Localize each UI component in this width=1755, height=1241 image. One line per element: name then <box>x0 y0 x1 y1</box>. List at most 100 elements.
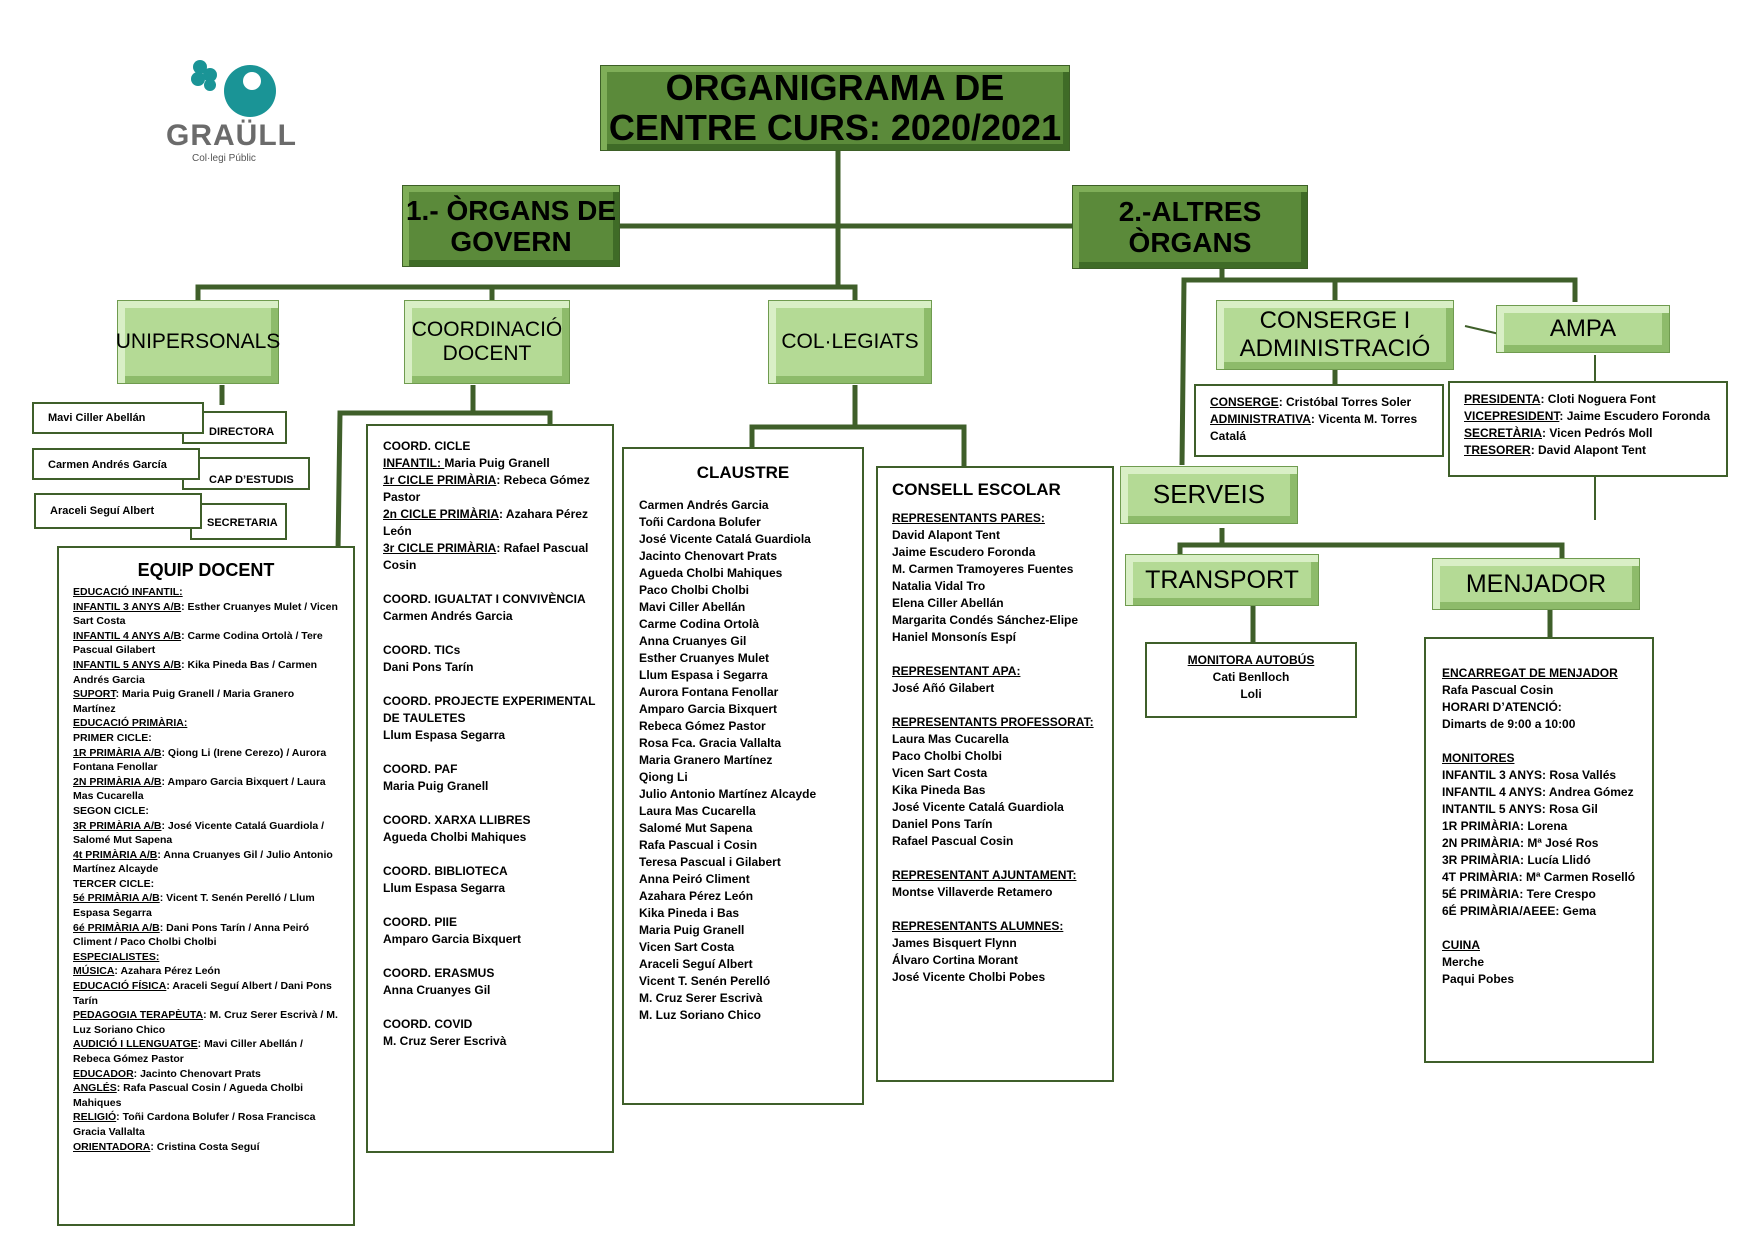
monitora-item: 6É PRIMÀRIA/AEEE: Gema <box>1442 904 1597 918</box>
claustre-member: Araceli Seguí Albert <box>639 957 753 971</box>
claustre-member: Azahara Pérez León <box>639 889 754 903</box>
equip-docent-line: MÚSICA: Azahara Pérez León <box>73 964 339 979</box>
equip-docent-line-text: : Araceli Seguí Albert / Dani Pons Tarín <box>73 980 332 1007</box>
consell-member: José Vicente Cholbi Pobes <box>892 970 1046 984</box>
equip-docent-line-text: : Kika Pineda Bas / Carmen Andrés Garcia <box>73 658 318 686</box>
coord-title: COORD. PIIE <box>383 915 458 929</box>
equip-docent-line-label: 1R PRIMÀRIA A/B <box>73 746 162 759</box>
node-coordinacio-line-2: DOCENT <box>442 342 532 365</box>
coord-cicle-header: COORD. CICLE <box>383 439 471 453</box>
equip-docent-line-text: : Anna Cruanyes Gil / Julio Antonio Mart… <box>73 848 333 876</box>
spacer <box>383 795 597 812</box>
consell-member: José Añó Gilabert <box>892 681 995 695</box>
logo-mark-icon <box>191 60 276 117</box>
title-line-2: CENTRE CURS: 2020/2021 <box>608 107 1062 148</box>
equip-docent-line-text: : Jacinto Chenovart Prats <box>133 1067 261 1080</box>
coord-title: COORD. TICs <box>383 643 461 657</box>
branch-govern-line-2: GOVERN <box>450 226 572 257</box>
spacer <box>383 897 597 914</box>
coord-cicle-list: INFANTIL: Maria Puig Granell 1r CICLE PRI… <box>383 455 597 574</box>
consell-group-heading: REPRESENTANT AJUNTAMENT: <box>892 867 1098 884</box>
equip-docent-line-text: SEGON CICLE: <box>73 804 149 817</box>
monitora-item: INFANTIL 4 ANYS: Andrea Gómez <box>1442 785 1634 799</box>
role-secretaria: SECRETARIA <box>207 517 278 529</box>
equip-docent-line-label: 5é PRIMÀRIA A/B <box>73 892 160 905</box>
coord-name: Maria Puig Granell <box>383 779 489 793</box>
equip-docent-line-text: PRIMER CICLE: <box>73 731 152 744</box>
consell-group-heading-text: REPRESENTANT APA: <box>892 664 1021 678</box>
spacer <box>892 697 1098 714</box>
equip-docent-line-label: EDUCACIÓ PRIMÀRIA: <box>73 717 188 730</box>
coord-cicle-line: 3r CICLE PRIMÀRIA: Rafael Pascual Cosin <box>383 540 597 574</box>
claustre-member: Julio Antonio Martínez Alcayde <box>639 787 817 801</box>
claustre-member: Jacinto Chenovart Prats <box>639 549 778 563</box>
consell-escolar-box: CONSELL ESCOLAR REPRESENTANTS PARES: Davi… <box>876 466 1114 1082</box>
spacer <box>383 948 597 965</box>
coord-name: Anna Cruanyes Gil <box>383 983 491 997</box>
equip-docent-line-text: : José Vicente Catalá Guardiola / Salomé… <box>73 819 325 847</box>
role-box-directora: DIRECTORA <box>182 411 287 444</box>
consell-member: Rafael Pascual Cosin <box>892 834 1014 848</box>
equip-docent-line: ANGLÉS: Rafa Pascual Cosin / Agueda Chol… <box>73 1081 339 1110</box>
equip-docent-line: EDUCADOR: Jacinto Chenovart Prats <box>73 1067 339 1082</box>
consell-escolar-title: CONSELL ESCOLAR <box>892 480 1061 499</box>
coord-title: COORD. IGUALTAT I CONVIVÈNCIA <box>383 592 586 606</box>
consell-group-heading-text: REPRESENTANTS PARES: <box>892 511 1045 525</box>
name-cap-estudis: Carmen Andrés García <box>48 459 167 471</box>
consell-member: Margarita Condés Sánchez-Elipe <box>892 613 1079 627</box>
consell-group-heading: REPRESENTANTS ALUMNES: <box>892 918 1098 935</box>
claustre-member: Llum Espasa i Segarra <box>639 668 768 682</box>
consell-member: Daniel Pons Tarín <box>892 817 993 831</box>
equip-docent-line: PEDAGOGIA TERAPÈUTA: M. Cruz Serer Escri… <box>73 1008 339 1037</box>
coord-name: M. Cruz Serer Escrivà <box>383 1034 507 1048</box>
equip-docent-line-label: AUDICIÓ I LLENGUATGE <box>73 1038 198 1051</box>
equip-docent-line-text: : Mavi Ciller Abellán / Rebeca Gómez Pas… <box>73 1038 303 1065</box>
consell-member: Álvaro Cortina Morant <box>892 953 1019 967</box>
consell-member: David Alapont Tent <box>892 528 1000 542</box>
role-directora: DIRECTORA <box>209 426 275 438</box>
transport-member: Loli <box>1240 687 1262 701</box>
equip-docent-line: RELIGIÓ: Toñi Cardona Bolufer / Rosa Fra… <box>73 1110 339 1139</box>
claustre-member: Amparo Garcia Bixquert <box>639 702 778 716</box>
monitora-item: 2N PRIMÀRIA: Mª José Ros <box>1442 836 1599 850</box>
equip-docent-line: INFANTIL 3 ANYS A/B: Esther Cruanyes Mul… <box>73 600 339 629</box>
node-menjador: MENJADOR <box>1432 558 1640 610</box>
equip-docent-line: 6é PRIMÀRIA A/B: Dani Pons Tarín / Anna … <box>73 921 339 950</box>
claustre-member: Vicen Sart Costa <box>639 940 735 954</box>
school-logo: GRAÜLL Col·legi Públic <box>160 55 300 165</box>
equip-docent-line-label: ANGLÉS <box>73 1082 117 1095</box>
coord-cicle-line-label: INFANTIL: <box>383 456 445 470</box>
coord-cicle-line-text: Maria Puig Granell <box>444 456 550 470</box>
monitora-item: 3R PRIMÀRIA: Lucía Llidó <box>1442 853 1591 867</box>
coord-cicle-line: 1r CICLE PRIMÀRIA: Rebeca Gómez Pastor <box>383 472 597 506</box>
conserge-admin-box: CONSERGE: Cristóbal Torres Soler ADMINIS… <box>1194 384 1444 457</box>
equip-docent-line-label: INFANTIL 4 ANYS A/B <box>73 629 182 642</box>
equip-docent-line: 5é PRIMÀRIA A/B: Vicent T. Senén Perelló… <box>73 891 339 920</box>
claustre-member: M. Luz Soriano Chico <box>639 1008 761 1022</box>
node-serveis: SERVEIS <box>1120 466 1298 524</box>
claustre-member: Esther Cruanyes Mulet <box>639 651 770 665</box>
claustre-member: Aurora Fontana Fenollar <box>639 685 779 699</box>
monitora-item: INFANTIL 3 ANYS: Rosa Vallés <box>1442 768 1617 782</box>
role-box-secretaria: SECRETARIA <box>190 503 287 540</box>
coord-title: COORD. XARXA LLIBRES <box>383 813 531 827</box>
equip-docent-line: ORIENTADORA: Cristina Costa Seguí <box>73 1140 339 1155</box>
ampa-member-text: : Cloti Noguera Font <box>1540 392 1656 406</box>
coord-name: Carmen Andrés Garcia <box>383 609 513 623</box>
coord-cicle-line-label: 1r CICLE PRIMÀRIA <box>383 473 497 487</box>
claustre-member: Agueda Cholbi Mahiques <box>639 566 783 580</box>
node-coordinacio-line-1: COORDINACIÓ <box>411 317 563 341</box>
consell-member: José Vicente Catalá Guardiola <box>892 800 1064 814</box>
equip-docent-line-text: : Azahara Pérez León <box>114 965 221 978</box>
consell-group-heading-text: REPRESENTANTS PROFESSORAT: <box>892 715 1094 729</box>
horari-label: HORARI D’ATENCIÓ: <box>1442 700 1562 714</box>
equip-docent-line-label: RELIGIÓ <box>73 1111 117 1124</box>
equip-docent-line: EDUCACIÓ FÍSICA: Araceli Seguí Albert / … <box>73 979 339 1008</box>
consell-group-heading: REPRESENTANT APA: <box>892 663 1098 680</box>
ampa-member: SECRETÀRIA: Vicen Pedrós Moll <box>1464 425 1712 442</box>
equip-docent-line: 1R PRIMÀRIA A/B: Qiong Li (Irene Cerezo)… <box>73 746 339 775</box>
spacer <box>383 999 597 1016</box>
horari-value: Dimarts de 9:00 a 10:00 <box>1442 717 1576 731</box>
